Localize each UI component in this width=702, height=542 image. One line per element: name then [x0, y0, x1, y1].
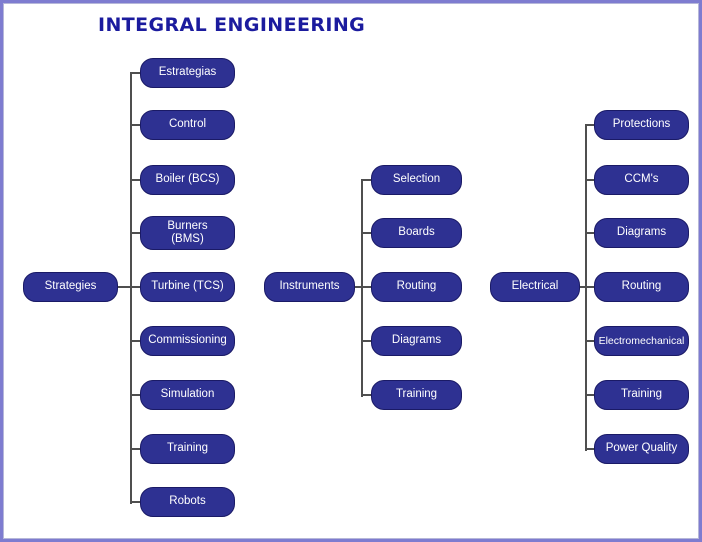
node-label: Training	[395, 388, 438, 401]
node-label: Simulation	[160, 388, 215, 401]
node-label: Boards	[398, 226, 435, 239]
node-label: Training	[620, 388, 663, 401]
child-stub-line	[585, 448, 594, 450]
node-training: Training	[371, 380, 462, 410]
child-stub-line	[361, 286, 371, 288]
node-label: Turbine (TCS)	[151, 280, 224, 293]
node-label: CCM's	[624, 173, 659, 186]
node-selection: Selection	[371, 165, 462, 195]
child-stub-line	[585, 124, 594, 126]
node-diagrams: Diagrams	[371, 326, 462, 356]
child-stub-line	[585, 394, 594, 396]
node-routing: Routing	[371, 272, 462, 302]
node-label: Control	[168, 118, 207, 131]
child-stub-line	[130, 232, 140, 234]
child-stub-line	[130, 394, 140, 396]
child-stub-line	[361, 179, 371, 181]
node-robots: Robots	[140, 487, 235, 517]
node-label: Routing	[396, 280, 437, 293]
child-stub-line	[130, 179, 140, 181]
child-stub-line	[130, 448, 140, 450]
node-control: Control	[140, 110, 235, 140]
node-label: Boiler (BCS)	[155, 173, 220, 186]
child-stub-line	[361, 232, 371, 234]
trunk-line	[585, 125, 587, 451]
parent-connector-line	[118, 286, 140, 288]
child-stub-line	[130, 286, 140, 288]
node-label: Electrical	[511, 280, 559, 293]
child-stub-line	[361, 394, 371, 396]
node-label: Commissioning	[148, 334, 227, 347]
node-label: Burners	[167, 219, 208, 232]
node-routing: Routing	[594, 272, 689, 302]
node-label: Electromechanical	[598, 334, 685, 347]
node-label: Power Quality	[605, 442, 678, 455]
node-burners-bms: Burners(BMS)	[140, 216, 235, 250]
child-stub-line	[585, 232, 594, 234]
child-stub-line	[130, 124, 140, 126]
node-strategies: Strategies	[23, 272, 118, 302]
child-stub-line	[585, 340, 594, 342]
trunk-line	[130, 73, 132, 504]
node-label: Selection	[392, 173, 441, 186]
node-commissioning: Commissioning	[140, 326, 235, 356]
node-label: Training	[166, 442, 209, 455]
child-stub-line	[585, 286, 594, 288]
node-boiler-bcs: Boiler (BCS)	[140, 165, 235, 195]
node-label: Instruments	[279, 280, 340, 293]
node-estrategias: Estrategias	[140, 58, 235, 88]
node-instruments: Instruments	[264, 272, 355, 302]
node-label: Robots	[169, 495, 206, 508]
node-boards: Boards	[371, 218, 462, 248]
node-electromechanical: Electromechanical	[594, 326, 689, 356]
node-training: Training	[594, 380, 689, 410]
node-power-quality: Power Quality	[594, 434, 689, 464]
child-stub-line	[361, 340, 371, 342]
node-diagrams: Diagrams	[594, 218, 689, 248]
child-stub-line	[130, 501, 140, 503]
node-label: Diagrams	[391, 334, 442, 347]
node-simulation: Simulation	[140, 380, 235, 410]
node-label: Routing	[621, 280, 662, 293]
node-label: Protections	[612, 118, 671, 131]
trunk-line	[361, 180, 363, 397]
node-label: Estrategias	[158, 66, 217, 79]
child-stub-line	[130, 340, 140, 342]
node-electrical: Electrical	[490, 272, 580, 302]
node-label: Strategies	[44, 280, 97, 293]
node-training: Training	[140, 434, 235, 464]
node-turbine-tcs: Turbine (TCS)	[140, 272, 235, 302]
child-stub-line	[585, 179, 594, 181]
child-stub-line	[130, 72, 140, 74]
node-ccm-s: CCM's	[594, 165, 689, 195]
node-protections: Protections	[594, 110, 689, 140]
node-label: Diagrams	[616, 226, 667, 239]
node-label: (BMS)	[171, 233, 204, 245]
page-title: INTEGRAL ENGINEERING	[98, 14, 366, 36]
